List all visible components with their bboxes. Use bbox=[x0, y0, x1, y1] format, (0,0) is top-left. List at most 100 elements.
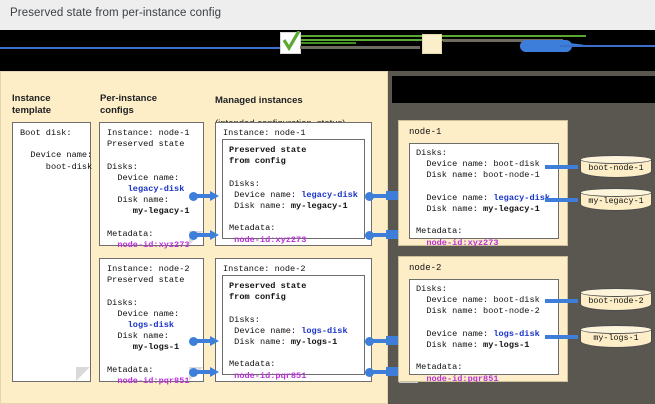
pic1-device-name-value: legacy-disk bbox=[107, 184, 185, 195]
connector-dot-pic1-metadata bbox=[189, 231, 198, 240]
pic1-instance-line: Instance: node-1 bbox=[107, 128, 190, 138]
connector-dot-mi1-disk bbox=[365, 192, 374, 201]
node-group-node-2: node-2 Disks: Device name: boot-disk Dis… bbox=[398, 256, 568, 384]
page-title: Preserved state from per-instance config bbox=[10, 7, 222, 19]
mi1-instance-line: Instance: node-1 bbox=[223, 128, 306, 138]
mi1-device-name-value: legacy-disk bbox=[301, 189, 358, 200]
connector-line-node1-my-legacy-1 bbox=[545, 198, 578, 202]
legend-green-line-2 bbox=[296, 39, 546, 41]
node2-boot-disk-line: Disk name: boot-node-2 bbox=[416, 306, 540, 317]
node-1-title: node-1 bbox=[409, 127, 442, 137]
node2-extra-device-label: Device name: bbox=[416, 328, 494, 339]
connector-line-mi1-metadata bbox=[372, 233, 388, 237]
mi1-disks-label: Disks: bbox=[229, 178, 260, 189]
node1-boot-disk-line: Disk name: boot-node-1 bbox=[416, 170, 540, 181]
legend-blue-rule-2 bbox=[560, 45, 655, 47]
node-2-details-box: Disks: Device name: boot-disk Disk name:… bbox=[409, 279, 559, 384]
node2-metadata-value: node-id:pqr851 bbox=[416, 373, 499, 384]
disk-label-boot-node-1: boot-node-1 bbox=[588, 163, 644, 173]
node2-extra-disk-label: Disk name: bbox=[416, 340, 484, 351]
connector-dot-pic2-disk bbox=[189, 337, 198, 346]
pic1-disks-label: Disks: bbox=[107, 161, 138, 172]
mi2-instance-line: Instance: node-2 bbox=[223, 264, 306, 274]
mi1-metadata-value: node-id:xyz273 bbox=[229, 234, 307, 245]
pic2-disk-name-value: my-logs-1 bbox=[107, 342, 180, 353]
mi2-device-name-value: logs-disk bbox=[301, 325, 348, 336]
right-panel-header-redacted bbox=[392, 76, 655, 103]
connector-line-mi2-metadata bbox=[372, 370, 388, 374]
connector-square-mi1-disk bbox=[386, 191, 398, 200]
folded-corner-icon bbox=[76, 367, 90, 381]
connector-dot-mi2-metadata bbox=[365, 368, 374, 377]
legend-blue-rule bbox=[0, 47, 290, 49]
per-instance-config-card-node-1: Instance: node-1 Preserved state Disks: … bbox=[99, 122, 204, 250]
mi2-disks-label: Disks: bbox=[229, 314, 260, 325]
connector-line-node2-my-logs-1 bbox=[545, 335, 578, 339]
disk-label-boot-node-2: boot-node-2 bbox=[588, 296, 644, 306]
managed-instances-line1: Managed instances bbox=[215, 94, 303, 106]
pic2-disk-name-label: Disk name: bbox=[107, 331, 169, 342]
node2-boot-device-line: Device name: boot-disk bbox=[416, 295, 540, 306]
connector-line-node1-boot-disk bbox=[545, 165, 578, 169]
column-heading-instance-template: Instance template bbox=[12, 93, 52, 116]
disk-label-my-logs-1: my-logs-1 bbox=[593, 333, 639, 343]
mi2-metadata-label: Metadata: bbox=[229, 359, 276, 370]
pic1-device-name-label: Device name: bbox=[107, 172, 180, 183]
node1-extra-disk-value: my-legacy-1 bbox=[483, 204, 540, 215]
node1-disks-label: Disks: bbox=[416, 148, 447, 158]
node1-metadata-label: Metadata: bbox=[416, 226, 463, 237]
node-group-node-1: node-1 Disks: Device name: boot-disk Dis… bbox=[398, 120, 568, 248]
mi2-disk-name-label: Disk name: bbox=[229, 337, 291, 348]
connector-arrow-pic1-metadata bbox=[210, 230, 219, 240]
pic1-metadata-label: Metadata: bbox=[107, 228, 154, 239]
node2-disks-label: Disks: bbox=[416, 284, 447, 294]
per-instance-config-card-node-2: Instance: node-2 Preserved state Disks: … bbox=[99, 258, 204, 386]
node1-boot-device-line: Device name: boot-disk bbox=[416, 159, 540, 170]
disk-cylinder-my-legacy-1: my-legacy-1 bbox=[580, 188, 652, 212]
connector-dot-mi2-disk bbox=[365, 337, 374, 346]
legend-gray-line-2 bbox=[300, 46, 420, 49]
managed-instance-preserved-box-node-2: Preserved state from config Disks: Devic… bbox=[222, 275, 365, 381]
instance-template-text: Boot disk: Device name: boot-disk bbox=[20, 128, 93, 172]
column-heading-per-instance-configs: Per-instance configs bbox=[100, 93, 158, 116]
pic2-instance-line: Instance: node-2 bbox=[107, 264, 190, 274]
legend-green-line-3 bbox=[296, 42, 356, 44]
mi1-preserved-line2: from config bbox=[229, 156, 286, 167]
disk-cylinder-boot-node-1: boot-node-1 bbox=[580, 155, 652, 179]
node1-metadata-value: node-id:xyz273 bbox=[416, 237, 499, 248]
connector-arrow-pic1-disk bbox=[210, 191, 219, 201]
mi2-preserved-line1: Preserved state bbox=[229, 281, 307, 291]
legend-check-icon bbox=[280, 31, 301, 54]
disk-cylinder-boot-node-2: boot-node-2 bbox=[580, 288, 652, 312]
pic2-device-name-value: logs-disk bbox=[107, 320, 175, 331]
connector-line-pic1-disk bbox=[196, 194, 212, 198]
mi1-disk-name-label: Disk name: bbox=[229, 201, 291, 212]
connector-line-mi2-disk bbox=[372, 339, 388, 343]
mi1-metadata-label: Metadata: bbox=[229, 223, 276, 234]
connector-dot-pic2-metadata bbox=[189, 368, 198, 377]
disk-cylinder-my-logs-1: my-logs-1 bbox=[580, 325, 652, 349]
connector-dot-mi1-metadata bbox=[365, 231, 374, 240]
pic2-device-name-label: Device name: bbox=[107, 308, 180, 319]
node2-extra-disk-value: my-logs-1 bbox=[483, 340, 530, 351]
pic2-metadata-label: Metadata: bbox=[107, 364, 154, 375]
pic2-disks-label: Disks: bbox=[107, 297, 138, 308]
node-2-title: node-2 bbox=[409, 263, 442, 273]
node1-extra-disk-label: Disk name: bbox=[416, 204, 484, 215]
connector-arrow-pic2-metadata bbox=[210, 367, 219, 377]
connector-square-mi2-metadata bbox=[386, 367, 398, 376]
node-1-details-box: Disks: Device name: boot-disk Disk name:… bbox=[409, 143, 559, 248]
connector-line-pic2-metadata bbox=[196, 370, 212, 374]
legend-cream-swatch bbox=[422, 34, 442, 54]
node2-extra-device-value: logs-disk bbox=[493, 328, 540, 339]
legend-blue-swatch bbox=[520, 40, 572, 52]
instance-template-card: Boot disk: Device name: boot-disk bbox=[12, 122, 93, 382]
managed-instance-preserved-box-node-1: Preserved state from config Disks: Devic… bbox=[222, 139, 365, 245]
pic2-metadata-value: node-id:pqr851 bbox=[107, 376, 190, 387]
mi2-preserved-line2: from config bbox=[229, 292, 286, 303]
node1-extra-device-value: legacy-disk bbox=[493, 192, 551, 203]
connector-line-mi1-disk bbox=[372, 194, 388, 198]
mi2-metadata-value: node-id:pqr851 bbox=[229, 370, 307, 381]
disk-label-my-legacy-1: my-legacy-1 bbox=[588, 196, 644, 206]
pic1-metadata-value: node-id:xyz273 bbox=[107, 240, 190, 251]
